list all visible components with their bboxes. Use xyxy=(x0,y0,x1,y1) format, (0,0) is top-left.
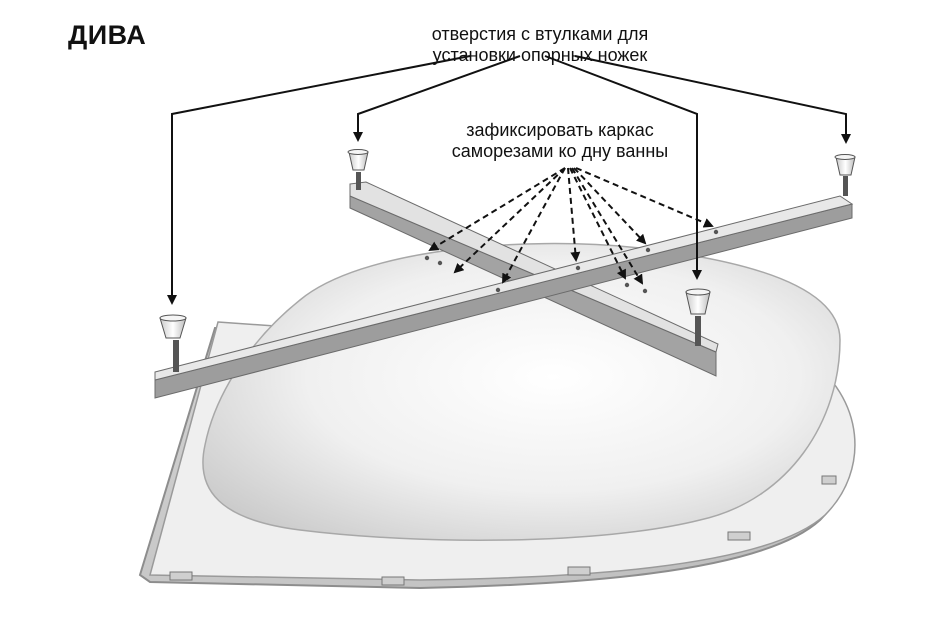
screw-hole xyxy=(645,247,651,253)
arrow-to-leg-back-right xyxy=(574,55,851,144)
rim-clip xyxy=(567,566,591,576)
arrow-to-screw-hole xyxy=(428,167,566,252)
screw-hole xyxy=(424,255,430,261)
bathtub-basin xyxy=(202,242,841,541)
arrow-to-screw-hole xyxy=(502,167,566,284)
screw-hole xyxy=(437,260,443,266)
arrow-to-screw-hole xyxy=(569,167,626,280)
arrow-to-leg-front-left xyxy=(167,55,471,305)
support-legs xyxy=(159,149,856,372)
screw-hole xyxy=(713,229,719,235)
support-leg-back-right xyxy=(834,154,856,196)
bathtub xyxy=(138,242,856,590)
label-leg-holes: отверстия с втулками для установки опорн… xyxy=(380,24,700,66)
screw-hole xyxy=(495,287,501,293)
screw-holes xyxy=(424,229,719,294)
support-leg-back-left xyxy=(347,149,369,190)
arrow-to-screw-hole xyxy=(571,167,644,285)
arrow-to-screw-hole xyxy=(567,167,581,262)
arrow-to-leg-front-right xyxy=(544,55,702,280)
screw-hole xyxy=(575,265,581,271)
rim-clip xyxy=(169,571,193,581)
rim-clip xyxy=(727,531,751,541)
screw-hole xyxy=(642,288,648,294)
label-leg-holes-line-2: установки опорных ножек xyxy=(432,45,648,65)
leg-hole-arrows xyxy=(167,55,851,305)
label-fix-frame-line-1: зафиксировать каркас xyxy=(466,120,654,140)
frame-cross-beam-top xyxy=(349,181,719,353)
label-fix-frame-line-2: саморезами ко дну ванны xyxy=(451,141,669,161)
arrow-to-screw-hole xyxy=(573,167,647,245)
label-leg-holes-line-1: отверстия с втулками для xyxy=(431,24,649,44)
label-fix-frame: зафиксировать каркас саморезами ко дну в… xyxy=(410,120,710,162)
model-title: ДИВА xyxy=(68,20,147,50)
frame-long-beam-top xyxy=(154,195,854,381)
screw-arrows xyxy=(428,167,714,285)
support-leg-front-right xyxy=(685,288,711,346)
arrow-to-leg-back-left xyxy=(353,55,521,142)
rim-clip xyxy=(381,576,405,586)
support-frame xyxy=(154,181,854,399)
support-leg-front-left xyxy=(159,314,187,372)
arrow-to-screw-hole xyxy=(575,167,714,228)
screw-hole xyxy=(624,282,630,288)
rim-clip xyxy=(821,475,837,485)
arrow-to-screw-hole xyxy=(453,167,566,274)
